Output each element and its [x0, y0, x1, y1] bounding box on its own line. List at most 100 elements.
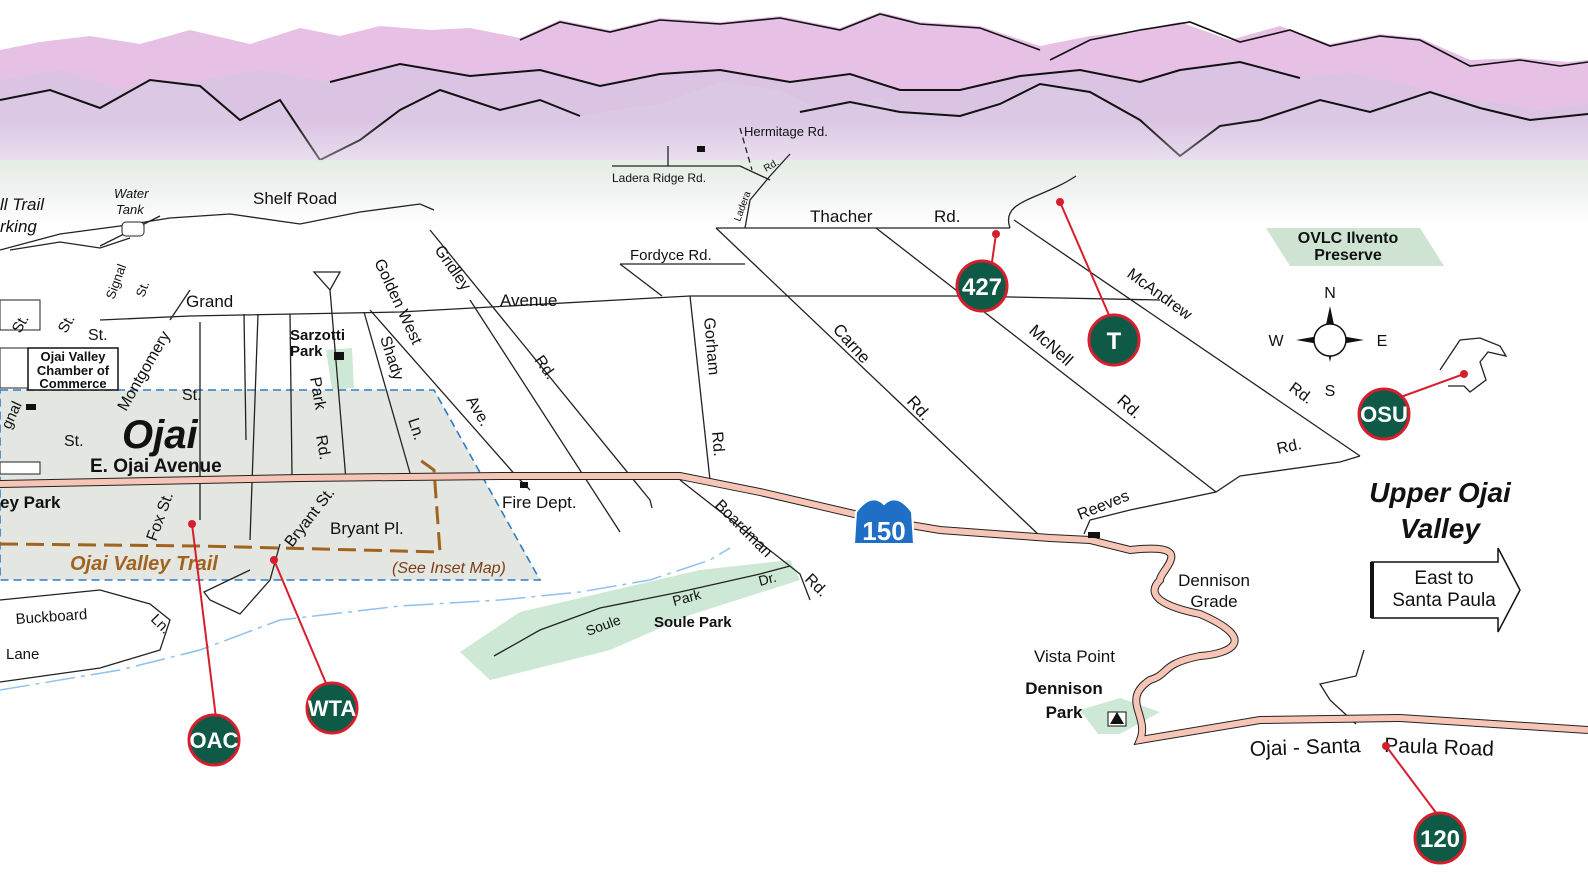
label-preserve: Preserve — [1314, 247, 1382, 264]
label-grand: Grand — [186, 292, 233, 311]
compass-e: E — [1377, 333, 1388, 350]
label-boardman: Boardman — [711, 497, 775, 561]
marker-120[interactable]: 120 — [1413, 811, 1467, 865]
marker-t-label: T — [1107, 328, 1122, 355]
label-soule-dr: Dr. — [757, 569, 778, 589]
label-avenue: Avenue — [500, 291, 557, 310]
label-carne: Carne — [829, 320, 874, 367]
label-ladera-ridge-rd: Ladera Ridge Rd. — [612, 171, 706, 185]
label-mcandrew: McAndrew — [1124, 265, 1195, 323]
label-gorham-rd: Rd. — [708, 431, 727, 457]
label-gridley: Gridley — [431, 243, 474, 294]
label-thacher: Thacher — [810, 207, 873, 226]
label-st-1: St. — [9, 312, 33, 336]
label-gorham: Gorham — [700, 317, 722, 376]
label-trail-parking-2: rking — [0, 217, 37, 236]
label-bryant-pl: Bryant Pl. — [330, 519, 404, 538]
label-water-tank-2: Tank — [116, 202, 145, 217]
label-ave: Ave. — [463, 394, 494, 430]
east-to-santa-paula-arrow: East to Santa Paula — [1370, 547, 1521, 633]
label-gridley-rd: Rd. — [531, 353, 559, 383]
chamber-label-1: Ojai Valley — [40, 349, 106, 364]
label-upper-ojai: Upper Ojai — [1369, 477, 1512, 508]
label-shady-ln: Ln. — [404, 416, 427, 442]
label-st-5: St. — [64, 433, 84, 450]
creek — [0, 547, 731, 691]
label-dennison-park: Dennison — [1025, 679, 1102, 698]
highway-150-shield: 150 — [852, 498, 916, 546]
marker-osu-label: OSU — [1360, 402, 1408, 427]
label-carne-rd: Rd. — [903, 392, 935, 424]
inset-area — [0, 389, 542, 581]
label-shady: Shady — [376, 334, 406, 382]
label-water-tank: Water — [114, 186, 149, 201]
label-fire-dept: Fire Dept. — [502, 493, 577, 512]
label-signal-st: St. — [133, 279, 153, 299]
marker-120-label: 120 — [1420, 826, 1460, 853]
label-buckboard-ln: Ln. — [147, 611, 174, 638]
label-sarzotti: Sarzotti — [290, 327, 345, 344]
marker-wta-label: WTA — [308, 696, 357, 721]
label-paula-road: Paula Road — [1384, 734, 1494, 761]
arrow-label-santa-paula: Santa Paula — [1392, 590, 1496, 611]
label-golden-west: Golden West — [370, 257, 425, 348]
marker-oac-label: OAC — [190, 728, 239, 753]
highway-150 — [0, 472, 1588, 746]
highway-150-label: 150 — [862, 516, 905, 546]
label-dennison-grade-2: Grade — [1190, 592, 1237, 611]
label-st-2: St. — [55, 312, 79, 336]
label-soule-park: Soule Park — [654, 614, 732, 631]
label-ojai-valley-trail: Ojai Valley Trail — [70, 553, 218, 575]
label-boardman-rd: Rd. — [801, 571, 831, 601]
label-thacher-rd: Rd. — [934, 207, 960, 226]
compass-rose: N S E W — [1268, 285, 1387, 400]
label-sarzotti-park: Park — [290, 343, 323, 360]
label-signal: Signal — [103, 262, 129, 301]
label-park-rd: Rd. — [312, 434, 333, 461]
label-mcnell: McNell — [1025, 321, 1076, 370]
label-ovlc: OVLC Ilvento — [1298, 230, 1399, 247]
label-st-4: St. — [182, 387, 202, 404]
label-vista-point: Vista Point — [1034, 647, 1115, 666]
label-reeves-rd: Rd. — [1275, 436, 1303, 458]
label-e-ojai-avenue: E. Ojai Avenue — [90, 456, 222, 477]
marker-427-label: 427 — [962, 274, 1002, 301]
chamber-label-3: Commerce — [39, 376, 106, 391]
label-st-3: St. — [88, 327, 108, 344]
campground-icon — [1110, 712, 1124, 724]
label-ojai-santa: Ojai - Santa — [1249, 734, 1361, 761]
marker-t[interactable]: T — [1087, 313, 1141, 367]
label-libbey-park: ey Park — [0, 493, 61, 512]
compass-s: S — [1325, 383, 1336, 400]
osu-site-outline — [1439, 337, 1508, 393]
label-ojai: Ojai — [122, 413, 198, 457]
label-hermitage-rd: Hermitage Rd. — [744, 124, 828, 139]
chamber-of-commerce: Ojai Valley Chamber of Commerce — [27, 347, 119, 391]
marker-427[interactable]: 427 — [955, 259, 1009, 313]
label-dennison-grade: Dennison — [1178, 571, 1250, 590]
marker-oac[interactable]: OAC — [187, 713, 241, 767]
green-areas — [326, 228, 1444, 734]
ojai-valley-trail — [0, 458, 442, 554]
marker-osu[interactable]: OSU — [1357, 387, 1411, 441]
label-shelf-road: Shelf Road — [253, 189, 337, 208]
label-reeves: Reeves — [1075, 488, 1132, 524]
label-mcnell-rd: Rd. — [1113, 391, 1145, 423]
label-see-inset-map: (See Inset Map) — [392, 560, 506, 577]
label-dennison-park-2: Park — [1046, 703, 1083, 722]
label-mcandrew-rd: Rd. — [1286, 379, 1316, 407]
compass-w: W — [1268, 333, 1284, 350]
label-fordyce-rd: Fordyce Rd. — [630, 247, 712, 264]
arrow-label-east-to: East to — [1414, 568, 1473, 589]
label-trail-parking: ll Trail — [0, 195, 45, 214]
label-buckboard: Buckboard — [15, 606, 88, 628]
label-park: Park — [306, 376, 329, 412]
marker-wta[interactable]: WTA — [305, 681, 359, 735]
label-lane: Lane — [6, 646, 39, 663]
label-valley: Valley — [1400, 513, 1481, 544]
chamber-label-2: Chamber of — [37, 363, 110, 378]
compass-n: N — [1324, 285, 1336, 302]
mountains — [0, 12, 1588, 240]
label-soule-park-dr: Park — [671, 586, 704, 609]
